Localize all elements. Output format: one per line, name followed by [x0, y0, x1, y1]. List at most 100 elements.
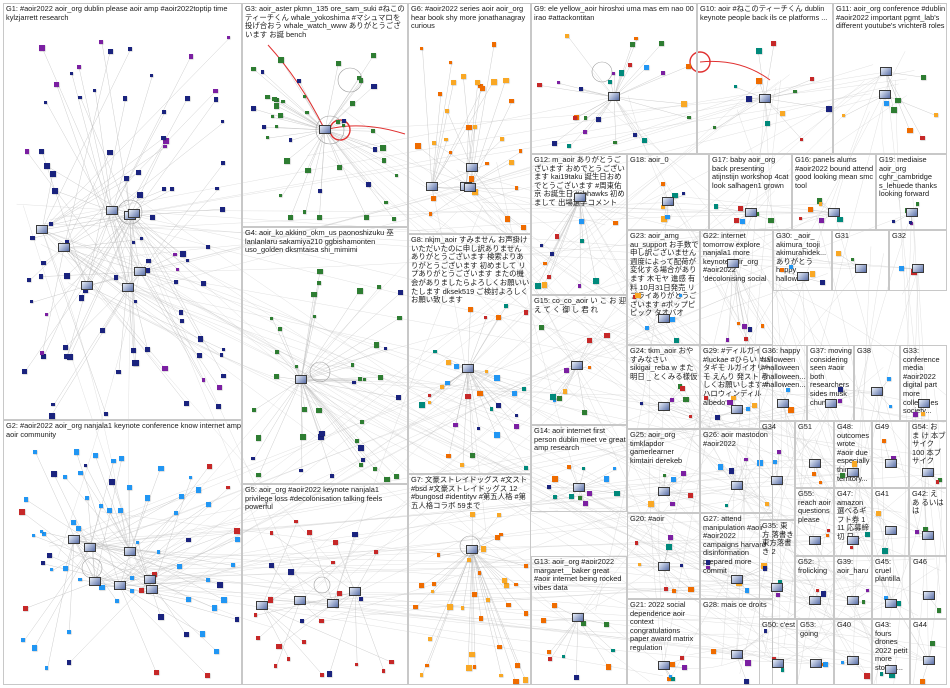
graph-node	[230, 562, 235, 567]
group-cell-g19: G19: mediaise aoir_org cghr_cambridge s_…	[876, 154, 947, 230]
graph-node	[78, 295, 85, 301]
graph-node	[865, 589, 869, 593]
graph-node	[226, 485, 230, 490]
graph-node	[583, 130, 587, 134]
graph-node	[24, 149, 30, 155]
edge	[471, 514, 500, 551]
group-label: G39: aoir_haru	[837, 558, 869, 575]
graph-node	[494, 432, 500, 439]
graph-node	[19, 508, 25, 515]
inter-group-edge	[315, 363, 815, 464]
graph-node	[149, 73, 153, 78]
graph-node	[710, 648, 717, 655]
graph-node	[195, 487, 202, 493]
graph-node	[535, 283, 541, 290]
graph-node	[864, 673, 870, 679]
graph-node	[745, 96, 752, 103]
edge	[290, 129, 326, 218]
edge	[111, 210, 205, 381]
inter-group-edge	[73, 539, 295, 588]
graph-node	[580, 239, 585, 243]
hub-node	[777, 398, 789, 408]
inter-group-edge	[111, 212, 835, 259]
graph-node	[572, 115, 578, 121]
edge	[89, 547, 133, 579]
graph-node	[640, 401, 644, 406]
graph-node	[376, 284, 381, 289]
graph-node	[838, 399, 842, 403]
edge	[613, 43, 662, 98]
graph-node	[582, 501, 588, 507]
edge	[41, 49, 131, 231]
edge	[129, 215, 201, 339]
edge	[78, 67, 129, 289]
graph-node	[768, 217, 774, 223]
inter-group-edge	[595, 202, 669, 611]
edge	[471, 549, 502, 677]
self-loop-edge	[689, 51, 711, 73]
hub-node	[426, 182, 438, 191]
hub-node	[847, 596, 859, 606]
edge	[92, 546, 96, 583]
graph-node	[153, 669, 159, 675]
graph-node	[808, 207, 814, 213]
graph-node	[41, 260, 47, 266]
edge	[263, 72, 326, 131]
graph-node	[449, 150, 453, 155]
group-cell-g41: G41	[872, 488, 909, 556]
graph-node	[304, 167, 311, 174]
inter-group-edge	[663, 215, 752, 666]
graph-node	[205, 577, 210, 582]
graph-node	[547, 656, 552, 661]
inter-group-edge	[667, 202, 827, 206]
edge	[550, 617, 579, 660]
graph-node	[678, 293, 683, 298]
graph-node	[491, 41, 497, 47]
edge	[101, 42, 141, 273]
edge	[431, 163, 488, 188]
edge	[21, 511, 121, 587]
graph-node	[581, 620, 587, 627]
edge	[324, 129, 374, 132]
graph-node	[431, 196, 437, 202]
edge	[281, 129, 326, 197]
group-cell-g38: G38	[854, 345, 900, 421]
hub-node	[847, 535, 859, 545]
inter-group-edge	[89, 524, 153, 591]
hub-node	[464, 183, 476, 192]
inter-group-edge	[830, 403, 945, 423]
graph-node	[312, 314, 316, 318]
graph-node	[73, 449, 80, 456]
edge	[23, 547, 91, 642]
graph-node	[78, 577, 82, 582]
graph-node	[921, 74, 927, 81]
edge	[324, 129, 398, 177]
graph-node	[647, 501, 654, 508]
group-cell-g36: G36: happy halloween #halloween #hallowe…	[759, 345, 807, 421]
graph-node	[765, 501, 770, 507]
graph-node	[644, 325, 650, 331]
inter-group-edge	[549, 485, 737, 510]
edge	[280, 329, 302, 381]
graph-node	[438, 92, 443, 97]
graph-node	[664, 587, 668, 591]
graph-node	[484, 369, 489, 373]
group-label: G45: cruel plantilla	[875, 558, 901, 584]
edge	[843, 94, 886, 117]
graph-node	[145, 347, 150, 352]
edge	[277, 127, 326, 131]
graph-node	[316, 280, 321, 285]
edge	[471, 549, 518, 586]
graph-node	[496, 512, 502, 518]
hub-node	[657, 401, 670, 411]
graph-node	[760, 563, 767, 570]
inter-group-edge	[783, 277, 806, 647]
graph-node	[788, 407, 794, 413]
group-cell-g17: G17: baby aoir_org back presenting atijn…	[709, 154, 792, 230]
edge	[52, 547, 91, 571]
graph-node	[683, 396, 689, 403]
graph-node	[744, 457, 748, 462]
inter-group-edge	[129, 215, 568, 621]
graph-node	[514, 186, 519, 190]
graph-node	[22, 606, 28, 612]
